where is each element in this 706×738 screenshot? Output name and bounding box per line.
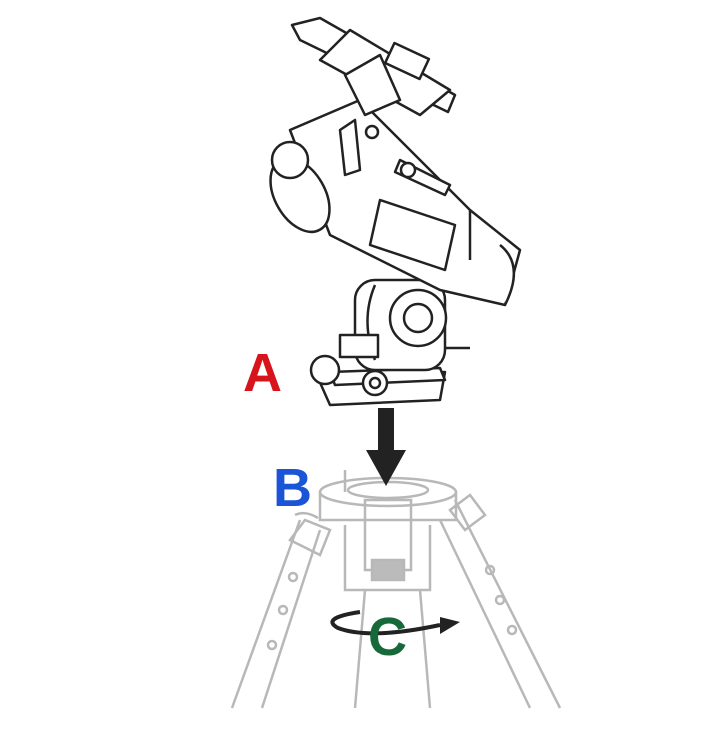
down-arrow: [366, 408, 406, 486]
label-a: A: [243, 343, 282, 403]
equatorial-mount: [269, 16, 522, 407]
rotation-arrow: [330, 610, 460, 636]
label-c: C: [368, 607, 407, 667]
tripod: [230, 470, 562, 709]
label-b: B: [273, 458, 312, 518]
